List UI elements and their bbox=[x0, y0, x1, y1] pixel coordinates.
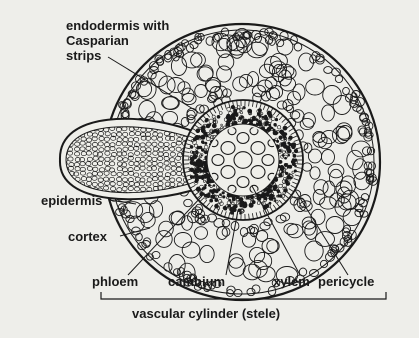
label-endodermis-line3: strips bbox=[66, 48, 101, 63]
label-vascular-cylinder: vascular cylinder (stele) bbox=[132, 306, 280, 321]
label-pericycle: pericycle bbox=[318, 274, 374, 289]
vascular-cylinder bbox=[183, 100, 303, 220]
label-cambium: cambium bbox=[168, 274, 225, 289]
label-epidermis: epidermis bbox=[41, 193, 102, 208]
label-cortex: cortex bbox=[68, 229, 107, 244]
phloem-pointer bbox=[128, 196, 202, 275]
label-xylem: xylem bbox=[273, 274, 310, 289]
label-phloem: phloem bbox=[92, 274, 138, 289]
label-endodermis-line2: Casparian bbox=[66, 33, 129, 48]
lateral-root bbox=[60, 116, 201, 202]
vascular-cylinder-bracket bbox=[101, 292, 386, 299]
label-endodermis-line1: endodermis with bbox=[66, 18, 169, 33]
